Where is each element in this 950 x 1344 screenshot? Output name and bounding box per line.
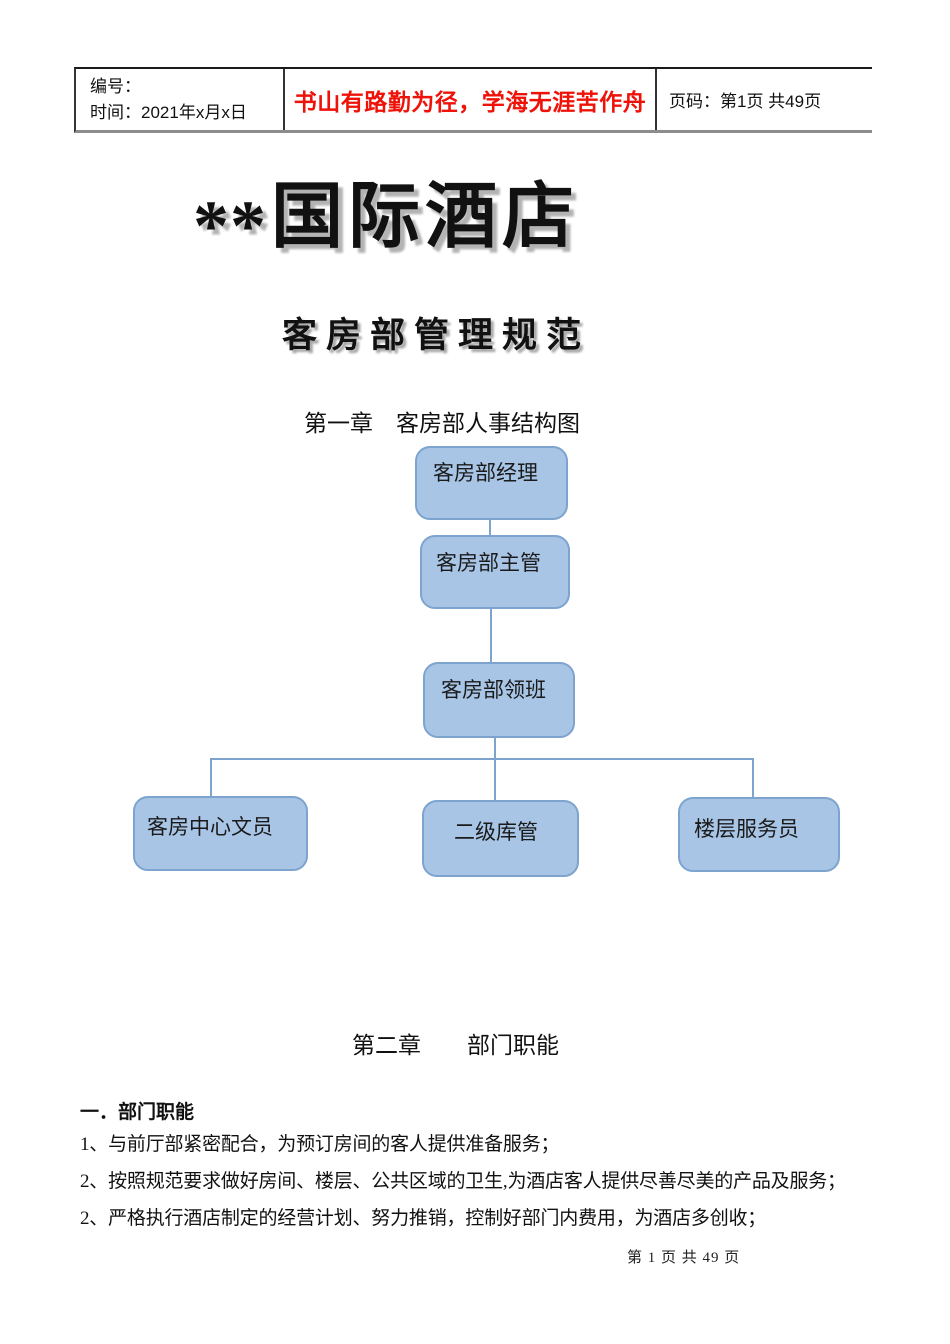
- org-node-floor-attendant-label: 楼层服务员: [694, 817, 799, 841]
- org-node-supervisor-label: 客房部主管: [436, 551, 541, 575]
- footer-page-number: 第 1 页 共 49 页: [627, 1250, 741, 1266]
- org-node-storekeeper: 二级库管: [422, 800, 579, 877]
- duty-item-2: 2、按照规范要求做好房间、楼层、公共区域的卫生,为酒店客人提供尽善尽美的产品及服…: [80, 1171, 846, 1192]
- connector-foreman-storekeeper: [494, 738, 496, 800]
- header-page-info-text: 页码：第1页 共49页: [669, 92, 822, 111]
- connector-branch-clerk: [210, 758, 212, 796]
- org-node-clerk: 客房中心文员: [133, 796, 308, 871]
- chapter1-heading: 第一章 客房部人事结构图: [304, 411, 580, 436]
- connector-branch-floor-attendant: [752, 758, 754, 797]
- document-title: **国际酒店: [193, 177, 580, 265]
- org-node-storekeeper-label: 二级库管: [454, 820, 538, 844]
- header-motto-text: 书山有路勤为径，学海无涯苦作舟: [293, 88, 647, 115]
- chapter2-heading: 第二章 部门职能: [352, 1033, 559, 1058]
- connector-horizontal-branch: [210, 758, 754, 760]
- org-node-supervisor: 客房部主管: [420, 535, 570, 609]
- title-asterisks: **: [193, 185, 267, 266]
- document-subtitle: 客房部管理规范: [282, 316, 591, 355]
- header-time-label: 时间：2021年x月x日: [90, 103, 247, 123]
- duty-item-3: 2、严格执行酒店制定的经营计划、努力推销，控制好部门内费用，为酒店多创收；: [80, 1208, 767, 1229]
- connector-manager-supervisor: [489, 520, 491, 535]
- title-hotel-name: 国际酒店: [271, 177, 580, 257]
- header-table: 编号： 时间：2021年x月x日 书山有路勤为径，学海无涯苦作舟 页码：第1页 …: [74, 67, 872, 133]
- org-node-manager: 客房部经理: [415, 446, 568, 520]
- org-node-foreman-label: 客房部领班: [441, 678, 546, 702]
- header-cell-number-time: 编号： 时间：2021年x月x日: [76, 69, 285, 130]
- duty-item-1: 1、与前厅部紧密配合，为预订房间的客人提供准备服务；: [80, 1134, 560, 1155]
- org-node-floor-attendant: 楼层服务员: [678, 797, 840, 872]
- header-cell-motto: 书山有路勤为径，学海无涯苦作舟: [285, 69, 657, 130]
- org-node-clerk-label: 客房中心文员: [147, 815, 273, 839]
- org-node-manager-label: 客房部经理: [433, 461, 538, 485]
- section-heading: 一．部门职能: [80, 1102, 195, 1123]
- connector-supervisor-foreman: [490, 609, 492, 662]
- header-cell-page-info: 页码：第1页 共49页: [657, 69, 872, 130]
- org-node-foreman: 客房部领班: [423, 662, 575, 738]
- header-number-label: 编号：: [90, 77, 141, 96]
